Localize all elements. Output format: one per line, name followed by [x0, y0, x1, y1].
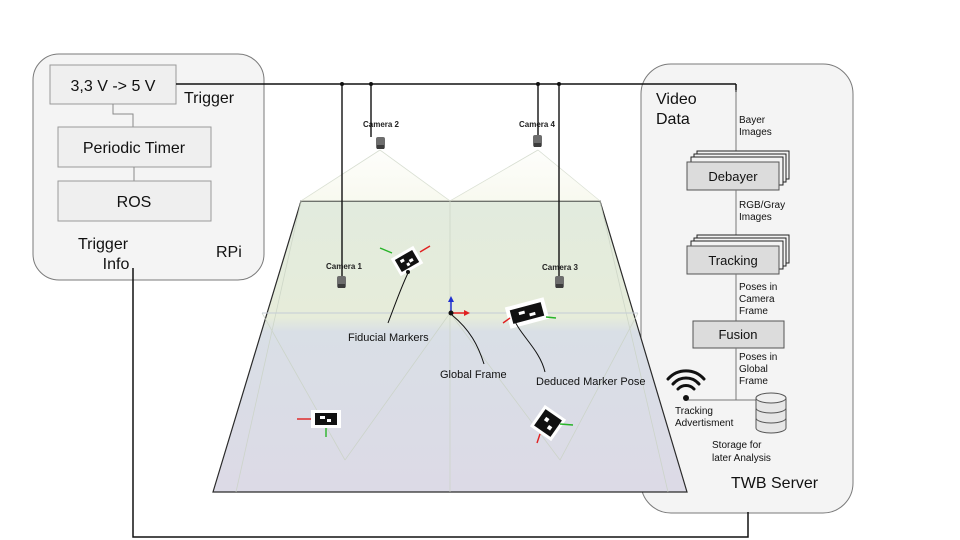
poses-camera-label-3: Frame [739, 306, 768, 317]
trigger-info-label-1: Trigger [78, 236, 129, 253]
database-icon [755, 392, 787, 434]
camera-3-label: Camera 3 [542, 263, 579, 272]
video-data-label-1: Video [656, 91, 697, 108]
trigger-info-label-2: Info [103, 256, 130, 273]
poses-global-label-2: Global [739, 364, 768, 375]
global-frame-axes [448, 296, 470, 316]
rpi-panel: 3,3 V -> 5 V Trigger Periodic Timer ROS … [32, 53, 265, 281]
camera-2-label: Camera 2 [363, 120, 400, 129]
arena: Camera 2 Camera 4 Camera 1 Camera 3 [212, 82, 688, 493]
camera-2: Camera 2 [363, 120, 400, 149]
bayer-images-label-1: Bayer [739, 115, 766, 126]
server-title: TWB Server [731, 475, 819, 492]
camera-4: Camera 4 [519, 120, 556, 147]
fiducial-markers-label: Fiducial Markers [348, 332, 429, 344]
tracking-advertisement-label-1: Tracking [675, 406, 713, 417]
ros-label: ROS [117, 194, 152, 211]
level-shifter-label: 3,3 V -> 5 V [71, 78, 156, 95]
rpi-title: RPi [216, 244, 242, 261]
fiducial-marker [504, 297, 550, 329]
tracking-label: Tracking [708, 253, 757, 268]
poses-global-label-3: Frame [739, 376, 768, 387]
camera-3: Camera 3 [542, 263, 579, 288]
level-shifter-box [49, 64, 177, 105]
bayer-images-label-2: Images [739, 127, 772, 138]
ros-box [57, 180, 212, 222]
rgb-images-label-2: Images [739, 212, 772, 223]
tracking-advertisement-label-2: Advertisment [675, 418, 734, 429]
storage-label-1: Storage for [712, 440, 762, 451]
server-content: Video Data Bayer Images Debayer RGB/Gray… [656, 90, 819, 492]
debayer-box: Debayer [686, 150, 790, 191]
camera-1: Camera 1 [326, 262, 363, 288]
video-data-label-2: Data [656, 111, 690, 128]
periodic-timer-label: Periodic Timer [83, 140, 186, 157]
fiducial-marker [390, 245, 424, 277]
camera-4-label: Camera 4 [519, 120, 556, 129]
storage-label-2: later Analysis [712, 453, 771, 464]
periodic-timer-box [57, 126, 212, 168]
tracking-box: Tracking [686, 234, 790, 275]
debayer-label: Debayer [708, 169, 758, 184]
trigger-label: Trigger [184, 90, 235, 107]
rgb-images-label-1: RGB/Gray [739, 200, 785, 211]
fusion-label: Fusion [718, 327, 757, 342]
fiducial-marker [529, 404, 567, 442]
camera-1-label: Camera 1 [326, 262, 363, 271]
wifi-icon [666, 369, 706, 401]
poses-global-label-1: Poses in [739, 352, 777, 363]
fusion-box: Fusion [692, 320, 785, 349]
poses-camera-label-2: Camera [739, 294, 775, 305]
poses-camera-label-1: Poses in [739, 282, 777, 293]
global-frame-label: Global Frame [440, 369, 507, 381]
deduced-marker-pose-label: Deduced Marker Pose [536, 376, 645, 388]
fiducial-marker [311, 410, 341, 428]
